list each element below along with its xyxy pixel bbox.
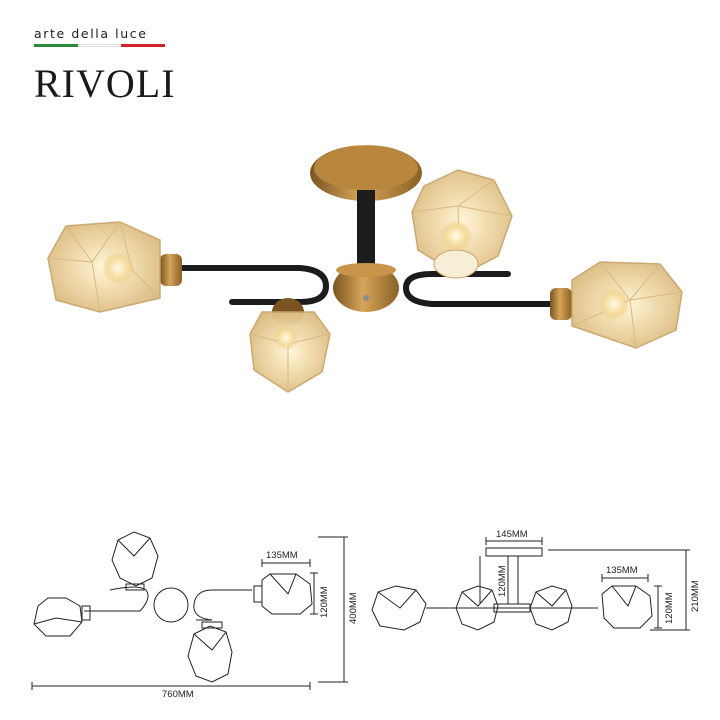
side-view-drawing xyxy=(371,537,690,631)
dim-top-width: 760MM xyxy=(162,689,194,700)
drawing-top-arm-right xyxy=(193,589,252,621)
glass-shade-left xyxy=(47,220,182,313)
drawing-top-shade-right xyxy=(261,573,313,615)
drawing-side-shade-right xyxy=(601,585,653,629)
drawing-side-stem xyxy=(507,555,519,605)
dim-top-shade-width: 135MM xyxy=(266,550,298,561)
italian-flag-stripe xyxy=(34,44,166,47)
center-hub-top xyxy=(336,263,396,277)
glass-shade-upper xyxy=(411,169,513,279)
top-view-drawing xyxy=(31,531,348,690)
brand-logo: arte della luce RIVOLI xyxy=(34,26,175,116)
drawing-side-canopy xyxy=(485,547,543,557)
dim-top-shade-height: 120MM xyxy=(319,586,330,618)
dim-side-shade-height: 120MM xyxy=(664,592,675,624)
drawing-side-shade-center-left xyxy=(455,585,499,631)
drawing-top-arm-left xyxy=(84,586,149,612)
dim-side-canopy-width: 145MM xyxy=(496,529,528,540)
arm-left-long xyxy=(169,265,330,305)
canopy-face xyxy=(314,146,418,190)
flag-white xyxy=(77,44,122,47)
chandelier-photo xyxy=(47,145,683,393)
dim-side-total-height: 210MM xyxy=(690,580,701,612)
glass-shade-lower xyxy=(249,298,331,393)
flag-red xyxy=(121,44,166,47)
glass-shade-right xyxy=(550,261,683,349)
drawing-top-hub xyxy=(153,587,189,623)
brand-name: RIVOLI xyxy=(34,61,176,106)
drawing-top-shade-left xyxy=(33,597,83,637)
center-stem xyxy=(357,190,375,266)
center-hub xyxy=(333,264,399,312)
drawing-side-shade-left xyxy=(371,585,427,631)
dim-side-shade-width: 135MM xyxy=(606,565,638,576)
flag-green xyxy=(34,44,78,47)
dim-top-height: 400MM xyxy=(348,592,359,624)
drawing-top-shade-upper xyxy=(111,531,159,587)
brand-tagline: arte della luce xyxy=(34,26,148,41)
dim-side-stem-height: 120MM xyxy=(497,565,508,597)
arm-right-long xyxy=(402,271,558,307)
drawing-side-shade-center-right xyxy=(529,585,573,631)
